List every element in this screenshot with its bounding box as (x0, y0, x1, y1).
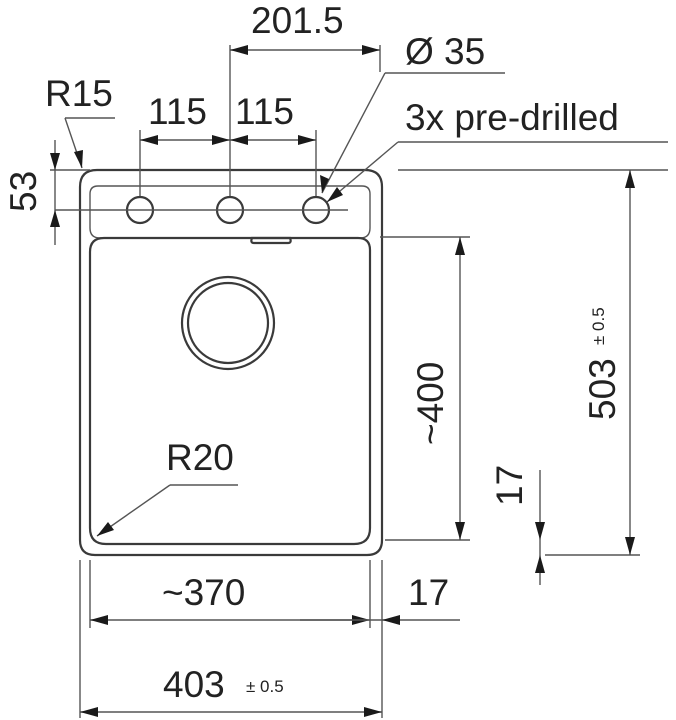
sink-outline (55, 168, 384, 557)
drain-inner-ring (186, 281, 270, 365)
arrow-head (90, 615, 108, 625)
arrow-head (97, 522, 114, 536)
arrow-head (320, 175, 329, 193)
note-predrilled: 3x pre-drilled (326, 97, 668, 203)
dim-side-rim-label: 17 (408, 572, 449, 613)
dim-overall-width-label: 403 (163, 664, 225, 705)
dim-overall-length: 503 ± 0.5 (398, 169, 668, 556)
arrow-head (230, 135, 248, 145)
arrow-head (50, 153, 60, 170)
leader-line (321, 72, 386, 194)
dim-tap-ledge-depth: 53 (3, 140, 90, 245)
arrow-head (212, 135, 230, 145)
dim-bowl-length-label: ~400 (410, 362, 451, 445)
dim-tap-ledge-depth-label: 53 (3, 171, 44, 212)
dim-hole-spacing-total: 201.5 (229, 0, 381, 196)
arrow-head (455, 522, 465, 540)
dim-hole-spacing: 115 115 (139, 91, 317, 196)
dim-bottom-rim: 17 (489, 465, 545, 585)
dim-side-rim: 17 (300, 560, 460, 718)
arrow-head (74, 150, 83, 168)
arrow-head (50, 210, 60, 227)
dim-overall-length-tolerance: ± 0.5 (589, 307, 608, 345)
dim-bowl-corner-radius: R20 (96, 437, 238, 537)
dim-bowl-width-label: ~370 (162, 572, 245, 613)
dim-overall-width: 403 ± 0.5 (79, 560, 382, 718)
note-predrilled-label: 3x pre-drilled (405, 97, 619, 138)
arrow-head (382, 615, 400, 625)
dim-corner-radius-top-label: R15 (45, 73, 113, 114)
arrow-head (455, 237, 465, 255)
arrow-head (362, 45, 380, 55)
dim-hole-spacing-right-label: 115 (235, 91, 294, 132)
dim-bottom-rim-label: 17 (489, 465, 530, 506)
bowl-outline (88, 236, 372, 546)
dim-hole-diameter: Ø 35 (320, 31, 505, 194)
arrow-head (230, 45, 248, 55)
dim-bowl-width: ~370 (89, 560, 371, 628)
dim-bowl-length: ~400 (380, 236, 470, 541)
arrow-head (140, 135, 158, 145)
arrow-head (625, 537, 635, 555)
arrow-head (625, 170, 635, 188)
arrow-head (80, 707, 98, 717)
dim-overall-length-label: 503 (582, 358, 623, 420)
arrow-head (327, 187, 343, 202)
arrow-head (298, 135, 316, 145)
arrow-head (535, 522, 545, 540)
dim-hole-spacing-total-label: 201.5 (251, 0, 344, 41)
arrow-head (364, 707, 382, 717)
arrow-head (535, 555, 545, 573)
dim-bowl-corner-radius-label: R20 (166, 437, 234, 478)
dim-overall-width-tolerance: ± 0.5 (246, 677, 284, 696)
dim-hole-diameter-label: Ø 35 (405, 31, 485, 72)
overflow-slot (250, 236, 292, 245)
dim-hole-spacing-left-label: 115 (148, 91, 207, 132)
dim-corner-radius-top: R15 (45, 73, 115, 169)
drain-outer-ring (180, 275, 276, 371)
sink-outer-rim (78, 168, 384, 557)
